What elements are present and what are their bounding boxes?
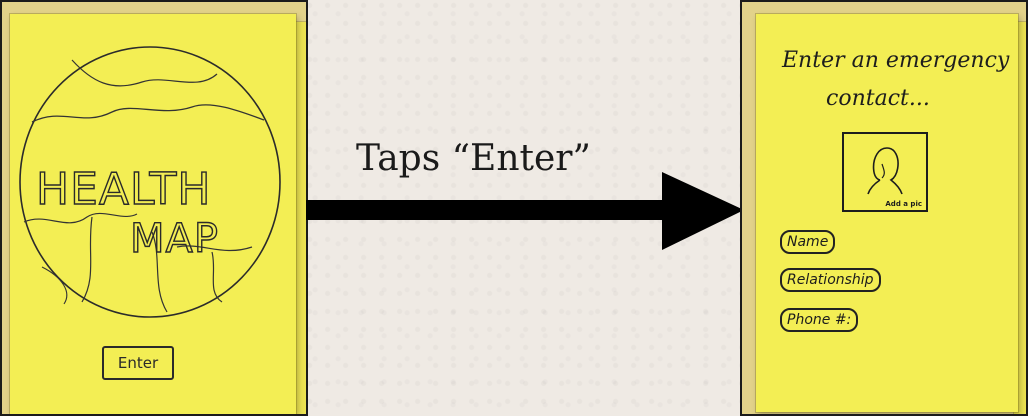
contact-screen-photo: Enter an emergency contact... Add a pic … <box>740 0 1028 416</box>
contact-title-line1: Enter an emergency <box>782 48 1010 73</box>
person-silhouette-icon <box>867 147 903 195</box>
globe-sketch <box>19 46 281 318</box>
add-photo-label: Add a pic <box>885 200 922 208</box>
enter-button-label: Enter <box>117 354 159 372</box>
enter-button[interactable]: Enter <box>102 346 174 380</box>
health-map-logo: HEALTH MAP <box>35 163 219 262</box>
contact-title-line2: contact... <box>826 86 930 111</box>
relationship-field[interactable]: Relationship <box>780 268 881 292</box>
splash-screen-photo: HEALTH MAP Enter <box>0 0 308 416</box>
logo-line-map: MAP <box>130 216 219 262</box>
contact-sticky-note <box>756 14 1018 412</box>
phone-field[interactable]: Phone #: <box>780 308 859 332</box>
add-photo-box[interactable]: Add a pic <box>842 132 928 212</box>
logo-line-health: HEALTH <box>36 164 211 215</box>
name-field[interactable]: Name <box>780 230 836 254</box>
transition-caption: Taps “Enter” <box>356 138 591 179</box>
